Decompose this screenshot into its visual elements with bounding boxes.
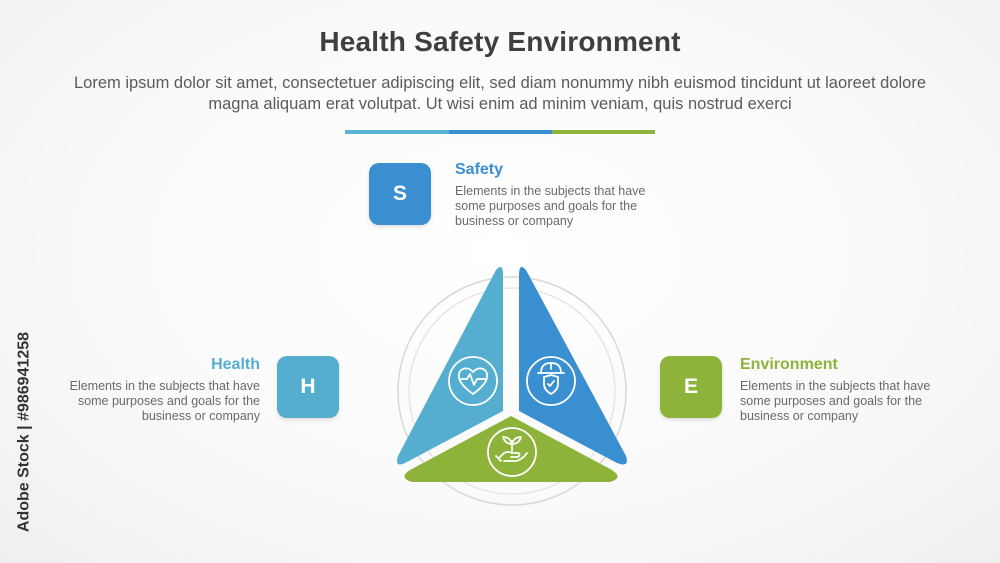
page-subtitle: Lorem ipsum dolor sit amet, consectetuer… <box>73 74 927 113</box>
safety-description: Elements in the subjects that have some … <box>455 184 646 228</box>
health-letter-box: H <box>277 356 339 418</box>
environment-letter-box: E <box>660 356 722 418</box>
environment-segment <box>404 416 618 482</box>
inner-ring <box>408 287 616 495</box>
safety-letter-box: S <box>369 163 431 225</box>
hardhat-shield-icon <box>526 356 576 406</box>
environment-description: Elements in the subjects that have some … <box>740 379 931 423</box>
heart-pulse-icon <box>448 356 498 406</box>
stock-watermark: Adobe Stock | #986941258 <box>12 323 33 548</box>
environment-title: Environment <box>740 356 838 373</box>
page-title: Health Safety Environment <box>319 26 681 57</box>
safety-segment <box>519 266 627 465</box>
divider-segment-environment <box>552 130 655 134</box>
outer-ring <box>397 276 627 506</box>
health-segment <box>396 266 503 465</box>
hand-plant-icon <box>487 427 537 477</box>
safety-title: Safety <box>455 161 504 178</box>
title-divider <box>345 130 655 134</box>
divider-segment-health <box>345 130 449 134</box>
health-title: Health <box>211 356 260 373</box>
health-description: Elements in the subjects that have some … <box>69 379 260 423</box>
watermark-text: Adobe Stock | #986941258 <box>15 331 33 533</box>
divider-segment-safety <box>449 130 552 134</box>
